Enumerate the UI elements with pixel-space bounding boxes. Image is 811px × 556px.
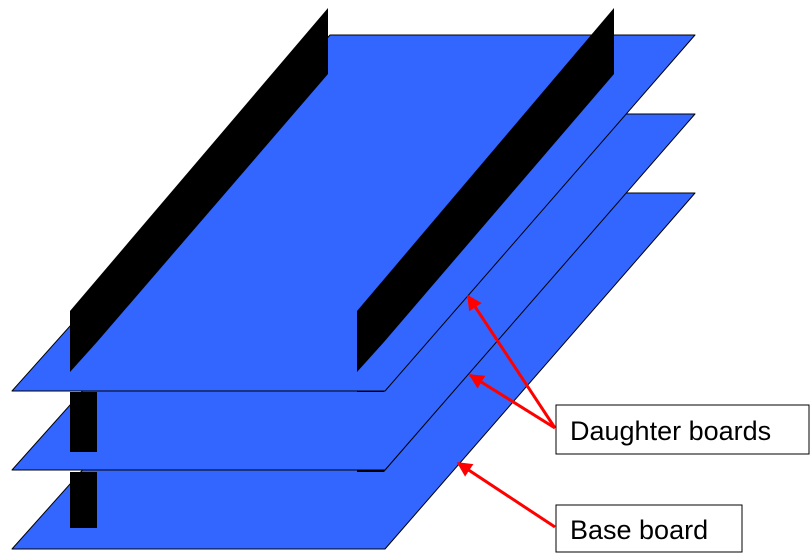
base-board-label: Base board bbox=[570, 515, 708, 545]
daughter-arrow-lower bbox=[468, 373, 556, 430]
base-arrow bbox=[456, 461, 556, 529]
daughter-arrow-upper bbox=[466, 294, 557, 429]
right-top-rail bbox=[357, 8, 614, 372]
daughter-boards-label: Daughter boards bbox=[570, 416, 771, 446]
left-top-rail bbox=[70, 8, 328, 372]
left-spacer-lower bbox=[70, 472, 97, 528]
daughter-boards-label-box bbox=[555, 404, 810, 455]
left-spacer-middle bbox=[70, 392, 97, 452]
base-board-label-box bbox=[555, 504, 743, 553]
